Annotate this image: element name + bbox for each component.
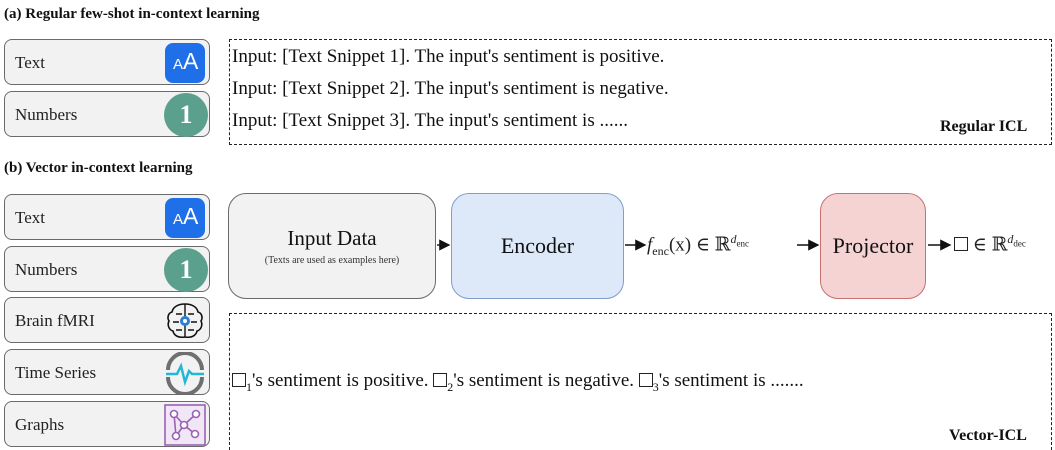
waveform-icon xyxy=(166,352,204,394)
placeholder-index: 2 xyxy=(447,379,454,394)
brain-gear-icon xyxy=(167,303,203,339)
dim-d: d xyxy=(1007,232,1014,246)
icl-line-3: Input: [Text Snippet 3]. The input's sen… xyxy=(232,110,628,131)
modality-label: Graphs xyxy=(15,415,65,434)
input-data-title: Input Data xyxy=(287,226,377,250)
modality-brain-fmri: Brain fMRI xyxy=(4,297,210,343)
sentence-part: 's sentiment is ....... xyxy=(658,370,804,391)
modality-numbers-b: Numbers 1 xyxy=(4,246,210,292)
vector-placeholder-icon xyxy=(638,373,653,387)
enc-subscript: enc xyxy=(652,244,669,259)
dim-d: d xyxy=(730,232,737,246)
placeholder-index: 1 xyxy=(246,379,252,394)
graph-nodes-icon xyxy=(164,404,206,446)
modality-label: Text xyxy=(15,208,45,227)
encoder-label: Encoder xyxy=(500,233,575,258)
vector-placeholder-icon xyxy=(232,373,246,387)
vector-icl-box xyxy=(229,313,1052,450)
dim-enc: enc xyxy=(736,238,749,249)
sentence-part: 's sentiment is positive. xyxy=(252,370,434,391)
modality-time-series: Time Series xyxy=(4,349,210,395)
input-data-block: Input Data (Texts are used as examples h… xyxy=(228,193,436,299)
modality-graphs: Graphs xyxy=(4,401,210,447)
modality-label: Numbers xyxy=(15,260,78,279)
section-b-title: (b) Vector in-context learning xyxy=(4,160,193,176)
placeholder-index: 3 xyxy=(652,379,659,394)
modality-label: Time Series xyxy=(15,363,97,382)
modality-numbers-a: Numbers 1 xyxy=(4,91,210,137)
encoder-arg: (x) ∈ ℝ xyxy=(668,234,731,256)
number-one-icon: 1 xyxy=(164,248,208,292)
encoder-block: Encoder xyxy=(451,193,624,299)
icl-line-2: Input: [Text Snippet 2]. The input's sen… xyxy=(232,78,669,99)
proj-out-text: ∈ ℝ xyxy=(972,234,1008,256)
vector-icl-sentence: 1's sentiment is positive. 2's sentiment… xyxy=(232,370,804,395)
projector-output-formula: ∈ ℝddec xyxy=(954,232,1026,256)
modality-label: Numbers xyxy=(15,105,78,124)
vector-icl-label: Vector-ICL xyxy=(949,427,1027,444)
vector-placeholder-icon xyxy=(954,237,968,252)
regular-icl-box xyxy=(229,39,1052,145)
modality-label: Brain fMRI xyxy=(15,311,95,330)
icl-line-1: Input: [Text Snippet 1]. The input's sen… xyxy=(232,46,665,67)
modality-label: Text xyxy=(15,53,45,72)
sentence-part: 's sentiment is negative. xyxy=(453,370,639,391)
f-symbol: f xyxy=(647,234,653,256)
vector-placeholder-icon xyxy=(433,373,448,387)
regular-icl-label: Regular ICL xyxy=(940,118,1028,135)
projector-block: Projector xyxy=(820,193,926,299)
dim-dec: dec xyxy=(1013,238,1026,249)
input-data-subtitle: (Texts are used as examples here) xyxy=(264,255,400,266)
number-one-icon: 1 xyxy=(164,93,208,137)
encoder-output-formula: fenc(x) ∈ ℝdenc xyxy=(647,232,749,259)
section-a-title: (a) Regular few-shot in-context learning xyxy=(4,6,260,22)
projector-label: Projector xyxy=(832,233,914,258)
